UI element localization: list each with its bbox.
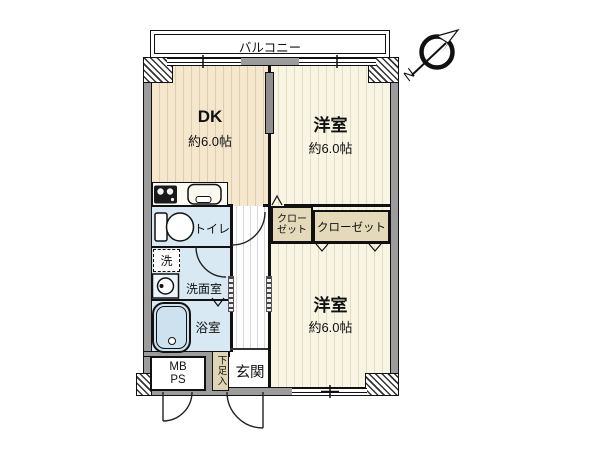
folding-door-marks [211, 194, 382, 307]
room-bedroom-top-floor [271, 66, 390, 206]
column-bottom-right [365, 373, 399, 396]
balcony: バルコニー [150, 30, 390, 58]
wall-washroom-bathroom [152, 299, 230, 301]
washbasin-icon [151, 273, 180, 299]
sliding-partition-dk-bedroom [265, 72, 274, 134]
wall-dk-bedroom-divider [268, 66, 271, 206]
entrance-step-line [230, 348, 268, 350]
bedroom-bottom-size: 約6.0帖 [308, 320, 353, 335]
dk-name: DK [197, 107, 223, 126]
shoe-cabinet: 下足入 [212, 351, 229, 391]
wall-closet-bottom [271, 242, 390, 244]
door-entrance [226, 391, 264, 429]
closet-small-label-line2: ゼット [277, 224, 307, 236]
bathtub-icon [152, 302, 191, 353]
closet-large-label: クローゼット [317, 221, 386, 234]
sliding-door-washroom [228, 276, 234, 312]
room-bedroom-bottom-floor [271, 244, 390, 387]
meter-box-label-ps: PS [170, 374, 186, 386]
washroom-label: 洗面室 [185, 282, 222, 296]
entrance-floor [230, 350, 270, 387]
meter-box-filler-wall [206, 356, 212, 391]
stove-icon [154, 185, 177, 204]
door-washroom [195, 246, 227, 278]
shoe-cabinet-label: 下足入 [215, 355, 227, 387]
toilet-label: トイレ [193, 222, 230, 236]
compass-n-label: N [399, 65, 418, 84]
bedroom-top-size: 約6.0帖 [308, 141, 353, 156]
window-tick-marks [202, 55, 339, 398]
wall-bedroomtop-bottom [284, 204, 390, 207]
dk-size: 約6.0帖 [187, 134, 233, 149]
door-arcs [162, 211, 266, 429]
closet-small: クロー ゼット [271, 206, 313, 243]
entrance-label: 玄関 [235, 365, 265, 381]
wall-hall-top [263, 204, 271, 207]
sliding-door-bedroom-bottom [266, 276, 272, 312]
bathroom-label: 浴室 [195, 321, 221, 335]
laundry-label: 洗 [160, 254, 173, 268]
balcony-railing [154, 34, 386, 54]
hallway-floor [230, 206, 270, 350]
door-meterbox [162, 391, 193, 422]
kitchen-sink-icon [187, 183, 222, 205]
closet-small-label-line1: クロー [277, 213, 307, 225]
bedroom-bottom-name: 洋室 [313, 296, 348, 315]
laundry-space: 洗 [153, 249, 180, 272]
balcony-label: バルコニー [238, 41, 302, 55]
toilet-icon [154, 212, 195, 242]
window-balcony-dk [167, 58, 241, 66]
compass-icon: N [399, 28, 460, 84]
closet-large: クローゼット [313, 210, 390, 243]
wall-toilet-washroom [152, 246, 230, 248]
meter-box: MB PS [150, 356, 206, 391]
meter-box-label-mb: MB [169, 361, 187, 373]
door-dk-hallway [231, 211, 266, 246]
bedroom-top-name: 洋室 [313, 116, 348, 135]
